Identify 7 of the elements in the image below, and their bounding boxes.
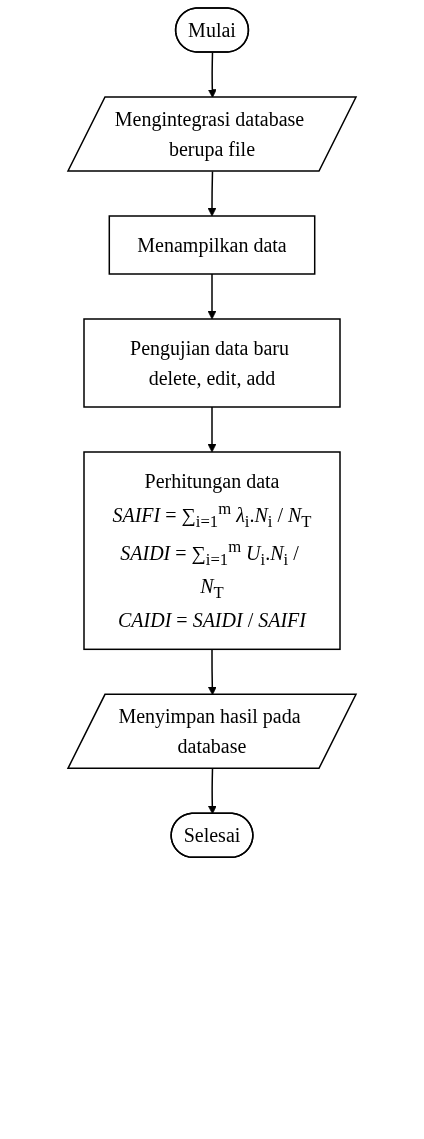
node-box: Menampilkan data bbox=[108, 215, 316, 275]
node-box: Perhitungan data SAIFI = ∑$_{i=1}$$^{m}$ λ$_{i}$.N$_{i}$ / N$_{T}$ SAIDI = ∑$_{i=1}$$^{m}$ U$_{i}$.N$_{i}$ / N$_{T}$ CAIDI = SAIDI / SAIFI bbox=[83, 451, 341, 651]
arrow bbox=[207, 406, 217, 453]
arrow bbox=[207, 273, 217, 320]
node-box: Pengujian data baru delete, edit, add bbox=[83, 318, 341, 408]
arrow bbox=[207, 768, 217, 815]
arrow bbox=[207, 51, 217, 98]
